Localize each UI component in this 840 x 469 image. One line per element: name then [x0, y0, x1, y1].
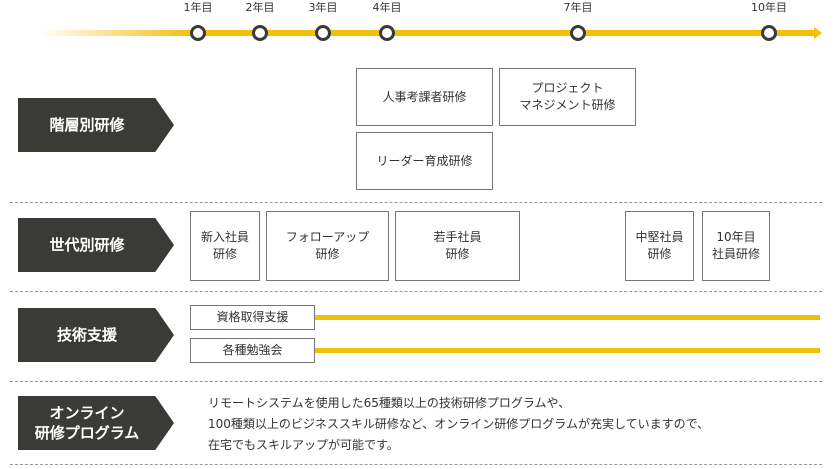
online-description-line: リモートシステムを使用した65種類以上の技術研修プログラムや、 [208, 396, 571, 410]
category-label: 世代別研修 [49, 236, 125, 254]
section-divider [10, 381, 822, 382]
section-divider [10, 291, 822, 292]
timeline-year-1: 1年目 [183, 1, 213, 14]
section-divider [10, 464, 822, 465]
category-label: オンライン 研修プログラム [34, 404, 140, 442]
certification-support-bar [314, 315, 820, 320]
timeline-year-3: 3年目 [308, 1, 338, 14]
online-description-line: 在宅でもスキルアップが可能です。 [208, 438, 399, 452]
category-label: 階層別研修 [49, 116, 125, 134]
box-project-management-training: プロジェクト マネジメント研修 [499, 68, 636, 126]
category-label: 技術支援 [56, 326, 117, 344]
online-description: リモートシステムを使用した65種類以上の技術研修プログラムや、 100種類以上の… [208, 393, 808, 456]
box-study-sessions: 各種勉強会 [190, 338, 315, 363]
category-online-training: オンライン 研修プログラム [18, 396, 174, 450]
timeline-year-2: 2年目 [245, 1, 275, 14]
box-mid-career-training: 中堅社員 研修 [625, 211, 694, 281]
box-new-employee-training: 新入社員 研修 [190, 211, 260, 281]
section-divider [10, 202, 822, 203]
box-follow-up-training: フォローアップ 研修 [266, 211, 389, 281]
box-evaluator-training: 人事考課者研修 [356, 68, 493, 126]
timeline-year-4: 4年目 [372, 1, 402, 14]
timeline-line [40, 30, 815, 36]
category-rank-training: 階層別研修 [18, 98, 174, 152]
timeline-node-1 [190, 25, 206, 41]
timeline-arrowhead [814, 27, 822, 39]
study-sessions-bar [314, 348, 820, 353]
timeline-node-4 [379, 25, 395, 41]
category-generation-training: 世代別研修 [18, 218, 174, 272]
timeline-node-10 [761, 25, 777, 41]
timeline-node-2 [252, 25, 268, 41]
box-leader-training: リーダー育成研修 [356, 132, 493, 190]
box-10th-year-training: 10年目 社員研修 [702, 211, 770, 281]
box-certification-support: 資格取得支援 [190, 305, 315, 330]
box-young-employee-training: 若手社員 研修 [395, 211, 520, 281]
online-description-line: 100種類以上のビジネススキル研修など、オンライン研修プログラムが充実しています… [208, 417, 710, 431]
timeline-node-7 [570, 25, 586, 41]
timeline-year-10: 10年目 [751, 1, 787, 14]
timeline-node-3 [315, 25, 331, 41]
category-tech-support: 技術支援 [18, 308, 174, 362]
timeline-year-7: 7年目 [563, 1, 593, 14]
